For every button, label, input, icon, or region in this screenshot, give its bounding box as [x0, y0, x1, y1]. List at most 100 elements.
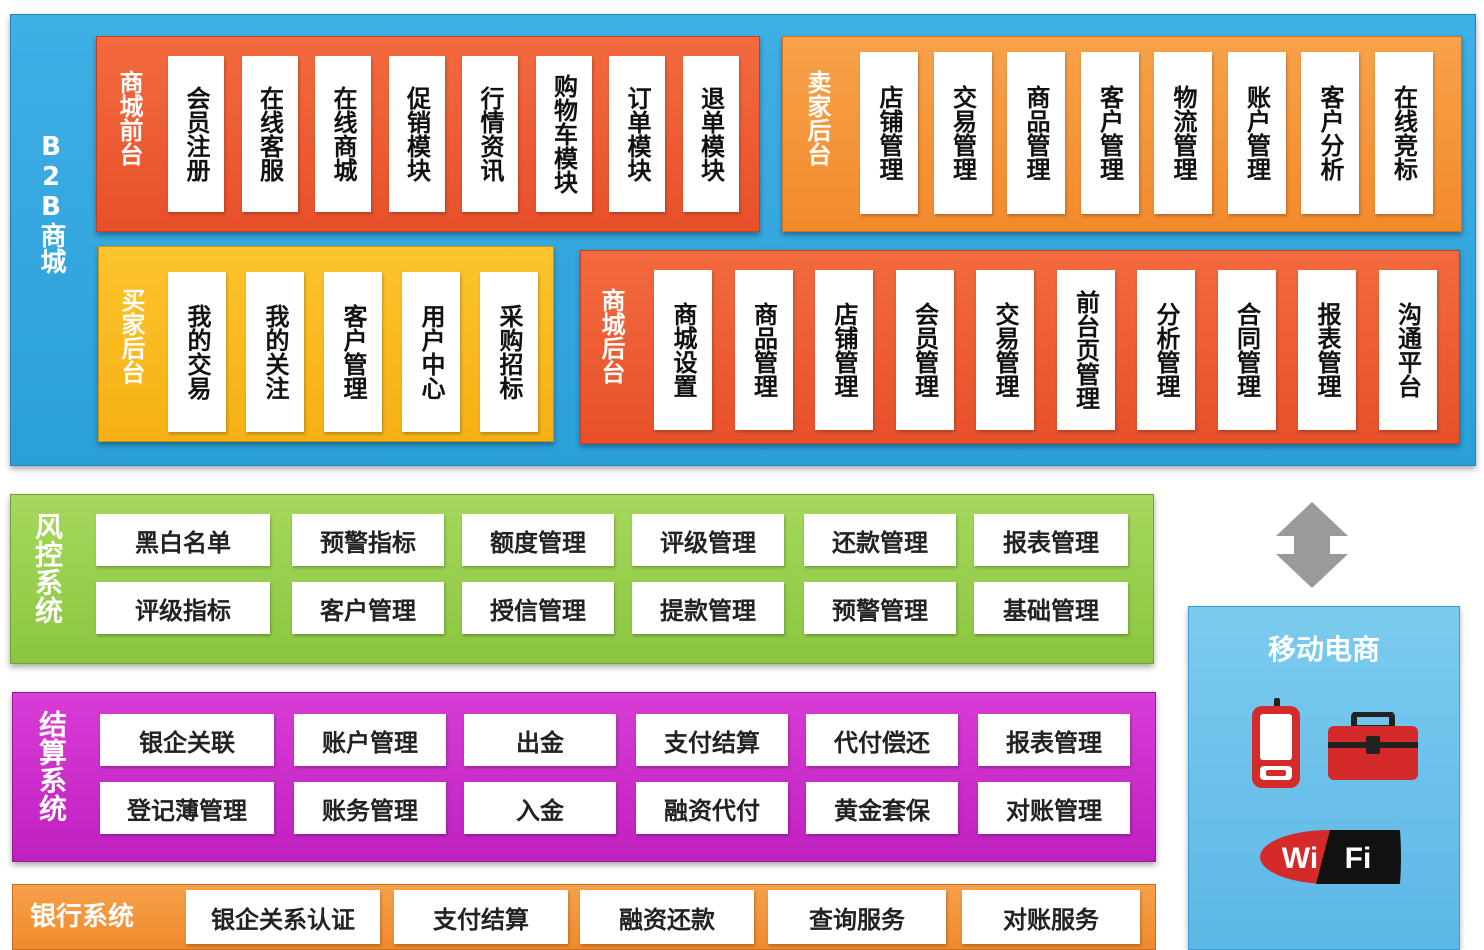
module-card-label: 交易管理	[991, 302, 1019, 398]
module-card-label: 前台页管理	[1071, 290, 1100, 410]
module-card-label: 报表管理	[1313, 302, 1341, 398]
module-card-label: 商品管理	[749, 302, 778, 398]
mb-module-card: 分析管理	[1137, 270, 1195, 430]
mb-module-card: 前台页管理	[1056, 270, 1115, 430]
mf-module-card: 购物车模块	[535, 56, 592, 212]
settle-function-card: 银企关联	[100, 714, 274, 766]
bank-function-card: 查询服务	[768, 890, 946, 944]
risk-function-card: 预警指标	[292, 514, 444, 566]
module-card-label: 账户管理	[1242, 85, 1271, 181]
mb-module-card: 合同管理	[1217, 270, 1276, 430]
module-card-label: 店铺管理	[875, 85, 903, 181]
phone-icon	[1252, 698, 1300, 788]
module-card-label: 客户管理	[1095, 85, 1124, 181]
settle-function-card: 入金	[464, 782, 616, 834]
sb-module-card: 账户管理	[1227, 52, 1286, 214]
mall-back-label: 商城后台	[597, 288, 625, 384]
risk-function-card: 授信管理	[462, 582, 614, 634]
bank-function-card: 对账服务	[962, 890, 1140, 944]
module-card-label: 沟通平台	[1393, 302, 1422, 398]
module-card-label: 商品管理	[1022, 85, 1050, 181]
wifi-text-right: Fi	[1345, 842, 1372, 875]
mb-module-card: 报表管理	[1298, 270, 1356, 430]
bb-module-card: 我的关注	[246, 272, 304, 432]
module-card-label: 用户中心	[417, 304, 445, 400]
module-card-label: 交易管理	[948, 85, 977, 181]
module-card-label: 采购招标	[495, 304, 523, 400]
risk-function-card: 额度管理	[462, 514, 614, 566]
module-card-label: 客户管理	[339, 304, 367, 400]
module-card-label: 在线竞标	[1389, 85, 1418, 181]
mb-module-card: 店铺管理	[815, 270, 873, 430]
bb-module-card: 采购招标	[480, 272, 538, 432]
settle-function-card: 支付结算	[636, 714, 788, 766]
module-card-label: 行情资讯	[476, 86, 504, 182]
mb-module-card: 会员管理	[895, 270, 954, 430]
risk-function-card: 评级指标	[96, 582, 270, 634]
bb-module-card: 用户中心	[402, 272, 460, 432]
risk-function-card: 提款管理	[632, 582, 784, 634]
settle-function-card: 出金	[464, 714, 616, 766]
risk-function-card: 客户管理	[292, 582, 444, 634]
sb-module-card: 客户分析	[1301, 52, 1359, 214]
mf-module-card: 行情资讯	[462, 56, 518, 212]
mobile-ecommerce-panel	[1188, 606, 1460, 950]
bb-module-card: 我的交易	[168, 272, 226, 432]
mb-module-card: 交易管理	[976, 270, 1034, 430]
settle-function-card: 登记薄管理	[100, 782, 274, 834]
mf-module-card: 退单模块	[682, 56, 739, 212]
settle-function-card: 代付偿还	[806, 714, 958, 766]
settlement-title: 结算系统	[35, 710, 68, 822]
mb-module-card: 商品管理	[734, 270, 793, 430]
module-card-label: 促销模块	[402, 86, 431, 182]
bidirectional-arrow-icon	[1276, 502, 1348, 588]
module-card-label: 购物车模块	[549, 74, 578, 194]
mf-module-card: 订单模块	[609, 56, 665, 212]
risk-function-card: 报表管理	[974, 514, 1128, 566]
module-card-label: 分析管理	[1152, 302, 1180, 398]
mall-front-label: 商城前台	[115, 70, 143, 166]
module-card-label: 我的关注	[261, 304, 289, 400]
module-card-label: 店铺管理	[830, 302, 858, 398]
sb-module-card: 客户管理	[1080, 52, 1139, 214]
sb-module-card: 物流管理	[1154, 52, 1212, 214]
module-card-label: 退单模块	[696, 86, 725, 182]
risk-function-card: 还款管理	[804, 514, 956, 566]
wifi-text-left: Wi	[1282, 842, 1318, 875]
mb-module-card: 商城设置	[654, 270, 712, 430]
module-card-label: 合同管理	[1232, 302, 1261, 398]
sb-module-card: 交易管理	[933, 52, 992, 214]
bank-function-card: 融资还款	[580, 890, 754, 944]
mobile-ecommerce-title: 移动电商	[1267, 633, 1380, 666]
module-card-label: 物流管理	[1169, 85, 1197, 181]
mf-module-card: 在线商城	[315, 56, 371, 212]
seller-back-label: 卖家后台	[803, 70, 831, 166]
settle-function-card: 账务管理	[294, 782, 446, 834]
toolbox-icon	[1328, 712, 1418, 780]
module-card-label: 我的交易	[183, 304, 211, 400]
module-card-label: 会员注册	[182, 86, 210, 182]
buyer-back-label: 买家后台	[117, 288, 145, 384]
risk-function-card: 评级管理	[632, 514, 784, 566]
sb-module-card: 商品管理	[1007, 52, 1065, 214]
module-card-label: 商城设置	[669, 302, 697, 398]
bank-function-card: 支付结算	[394, 890, 568, 944]
bank-function-card: 银企关系认证	[186, 890, 380, 944]
module-card-label: 在线客服	[255, 86, 284, 182]
bb-module-card: 客户管理	[324, 272, 382, 432]
module-card-label: 会员管理	[910, 302, 939, 398]
risk-function-card: 黑白名单	[96, 514, 270, 566]
mf-module-card: 促销模块	[388, 56, 445, 212]
mb-module-card: 沟通平台	[1378, 270, 1437, 430]
risk-function-card: 预警管理	[804, 582, 956, 634]
settle-function-card: 融资代付	[636, 782, 788, 834]
sb-module-card: 店铺管理	[860, 52, 918, 214]
module-card-label: 客户分析	[1316, 85, 1344, 181]
risk-control-title: 风控系统	[31, 512, 64, 624]
module-card-label: 订单模块	[623, 86, 651, 182]
settle-function-card: 报表管理	[978, 714, 1130, 766]
risk-function-card: 基础管理	[974, 582, 1128, 634]
bank-system-title: 银行系统	[30, 902, 135, 932]
settle-function-card: 黄金套保	[806, 782, 958, 834]
module-card-label: 在线商城	[329, 86, 357, 182]
